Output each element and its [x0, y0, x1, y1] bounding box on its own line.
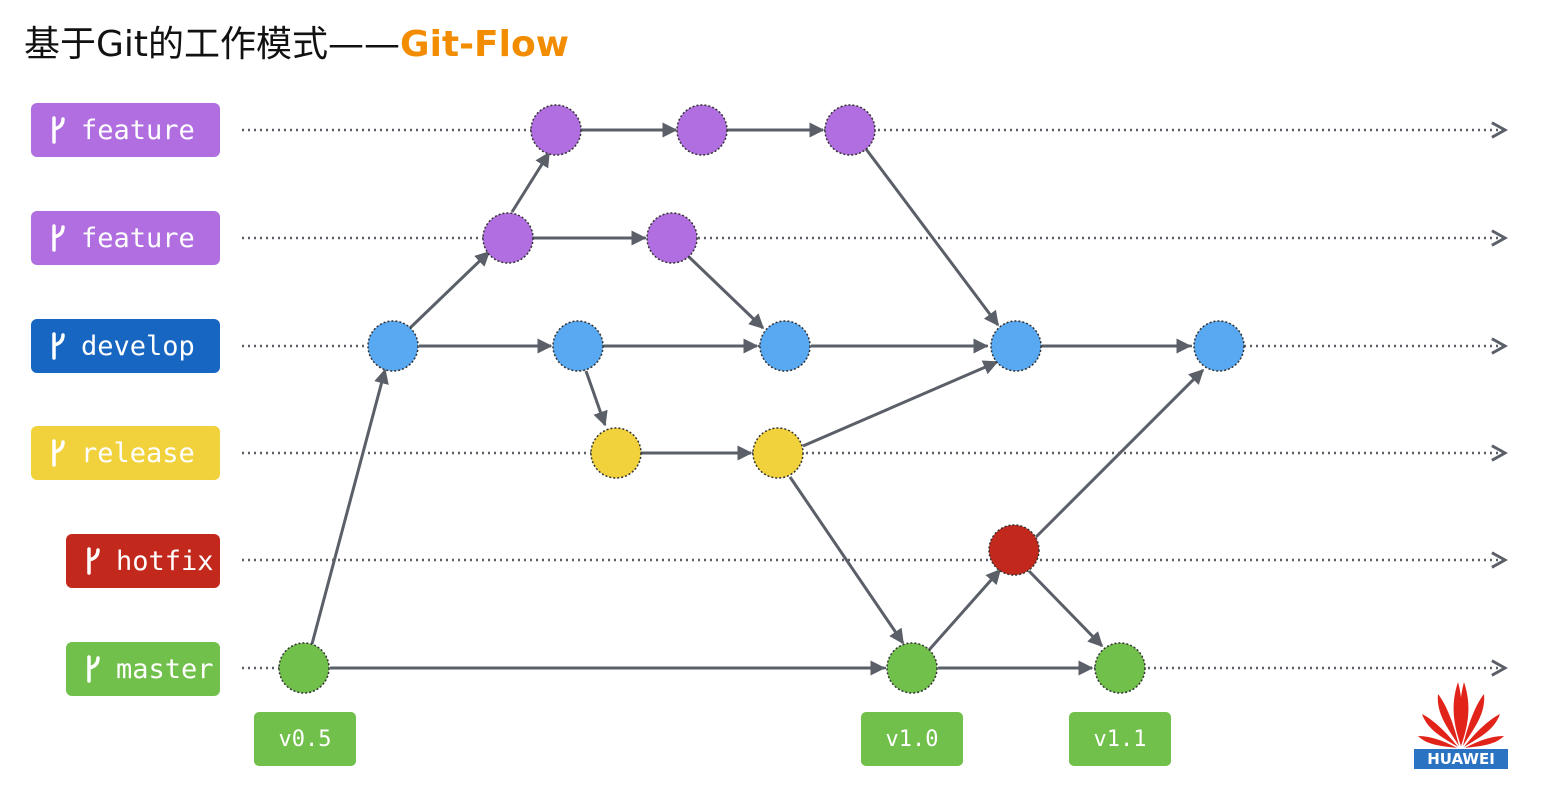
huawei-logo-text: HUAWEI	[1414, 749, 1508, 769]
branch-label-release: release	[31, 426, 220, 480]
branch-name: develop	[81, 330, 195, 362]
commit-node-master-b	[886, 642, 938, 694]
commit-node-master-a	[278, 642, 330, 694]
commit-node-release-b	[752, 427, 804, 479]
git-branch-icon	[87, 655, 100, 683]
commit-node-feature1-b	[676, 104, 728, 156]
title-accent: Git-Flow	[400, 24, 569, 65]
branch-label-hotfix: hotfix	[66, 534, 220, 588]
git-branch-icon	[52, 439, 65, 467]
edge-feature1-to-develop	[864, 148, 1000, 327]
branch-label-develop: develop	[31, 319, 220, 373]
edge-hotfix-to-master	[1027, 569, 1104, 648]
title-main: 基于Git的工作模式——	[24, 24, 401, 65]
edge-feature2-to-feature1	[510, 151, 551, 213]
commit-node-develop-a	[367, 320, 419, 372]
edge-feature2-to-develop	[686, 254, 765, 330]
branch-label-feature-1: feature	[31, 103, 220, 157]
edge-master-to-develop	[310, 368, 389, 645]
commit-node-develop-e	[1193, 320, 1245, 372]
commit-node-develop-d	[990, 320, 1042, 372]
huawei-logo-icon	[1418, 682, 1504, 748]
edge-master-to-hotfix	[927, 568, 1002, 651]
git-branch-icon	[52, 116, 65, 144]
commit-node-release-a	[590, 427, 642, 479]
commit-node-feature2-b	[646, 212, 698, 264]
git-branch-icon	[87, 547, 100, 575]
edge-hotfix-to-develop	[1034, 368, 1205, 539]
git-branch-icon	[52, 332, 65, 360]
branch-name: feature	[81, 222, 195, 254]
commit-node-feature2-a	[482, 212, 534, 264]
commit-node-hotfix-a	[988, 524, 1040, 576]
commit-node-develop-c	[759, 320, 811, 372]
edge-develop-to-feature2	[408, 250, 491, 330]
commit-node-master-c	[1094, 642, 1146, 694]
branch-name: feature	[81, 114, 195, 146]
version-tag: v1.1	[1069, 712, 1171, 766]
commit-node-feature1-a	[530, 104, 582, 156]
git-branch-icon	[52, 224, 65, 252]
edge-develop-to-release	[584, 370, 608, 427]
edge-release-to-develop	[802, 360, 999, 448]
edge-release-to-master	[788, 476, 905, 645]
branch-name: hotfix	[116, 545, 214, 577]
branch-label-master: master	[66, 642, 220, 696]
page-title: 基于Git的工作模式——Git-Flow	[24, 20, 569, 70]
commit-node-feature1-c	[824, 104, 876, 156]
branch-name: master	[116, 653, 214, 685]
branch-name: release	[81, 437, 195, 469]
commit-node-develop-b	[552, 320, 604, 372]
branch-label-feature-2: feature	[31, 211, 220, 265]
version-tag: v1.0	[861, 712, 963, 766]
version-tag: v0.5	[254, 712, 356, 766]
